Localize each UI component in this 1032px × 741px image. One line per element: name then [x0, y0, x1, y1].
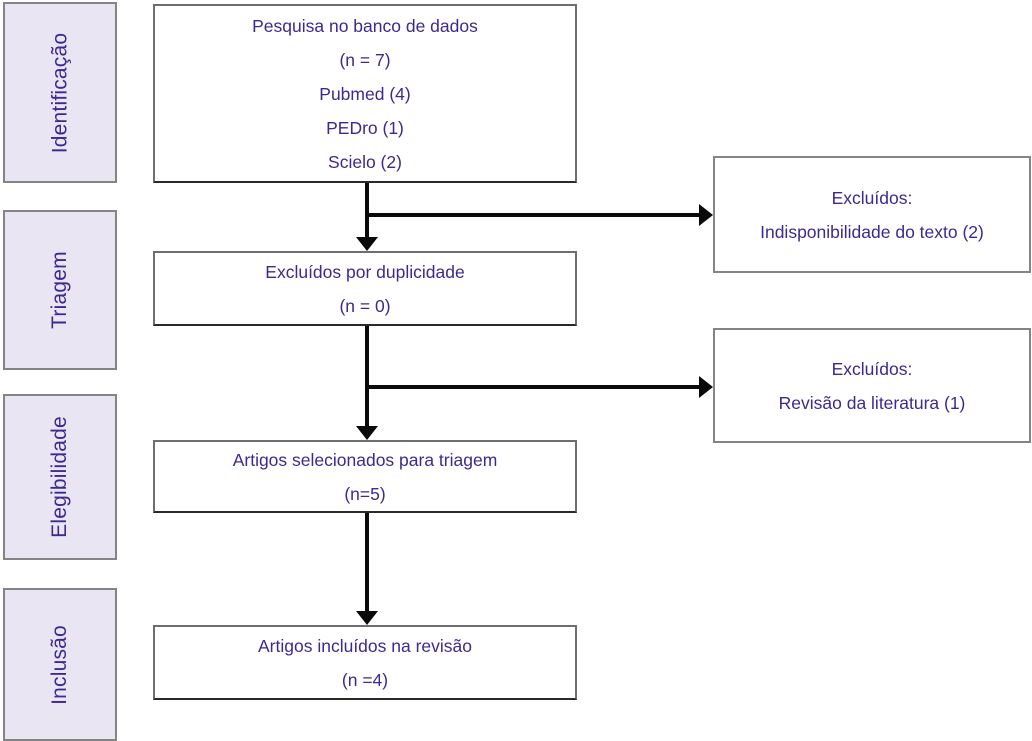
box-excluded-literature-review-line: Revisão da literatura (1) — [778, 392, 966, 413]
box-database-search: Pesquisa no banco de dados (n = 7) Pubme… — [153, 4, 577, 183]
box-excluded-text-unavailable-line: Indisponibilidade do texto (2) — [760, 221, 984, 242]
stage-identification: Identificação — [3, 2, 117, 183]
arrow-right-2-shaft — [367, 385, 699, 389]
box-database-search-line: PEDro (1) — [326, 117, 404, 138]
box-selected-for-screening: Artigos selecionados para triagem (n=5) — [153, 440, 577, 513]
arrow-down-2-shaft — [365, 326, 369, 426]
arrow-down-3-head — [356, 611, 378, 625]
box-included-in-review-line: (n =4) — [341, 669, 389, 690]
arrow-down-2-head — [356, 426, 378, 440]
stage-identification-label: Identificação — [48, 32, 72, 153]
arrow-right-2-head — [699, 376, 713, 398]
arrow-right-1-shaft — [367, 213, 699, 217]
box-selected-for-screening-line: (n=5) — [344, 483, 386, 504]
box-excluded-literature-review: Excluídos: Revisão da literatura (1) — [713, 328, 1031, 443]
arrow-down-3-shaft — [365, 513, 369, 611]
box-database-search-line: Pubmed (4) — [319, 83, 411, 104]
stage-inclusion: Inclusão — [3, 588, 117, 741]
box-database-search-line: Scielo (2) — [328, 151, 402, 172]
box-included-in-review-line: Artigos incluídos na revisão — [258, 635, 472, 656]
box-included-in-review: Artigos incluídos na revisão (n =4) — [153, 625, 577, 700]
arrow-down-1-head — [356, 237, 378, 251]
box-excluded-text-unavailable: Excluídos: Indisponibilidade do texto (2… — [713, 156, 1031, 273]
box-database-search-line: (n = 7) — [339, 49, 391, 70]
box-selected-for-screening-line: Artigos selecionados para triagem — [232, 449, 498, 470]
box-database-search-line: Pesquisa no banco de dados — [252, 15, 478, 36]
stage-screening: Triagem — [3, 210, 117, 370]
arrow-right-1-head — [699, 204, 713, 226]
box-duplicates-excluded-line: (n = 0) — [339, 295, 391, 316]
stage-screening-label: Triagem — [47, 251, 71, 329]
stage-eligibility-label: Elegibilidade — [48, 416, 72, 538]
arrow-down-1-shaft — [365, 183, 369, 237]
stage-eligibility: Elegibilidade — [3, 394, 117, 560]
box-excluded-text-unavailable-line: Excluídos: — [831, 187, 913, 208]
box-duplicates-excluded-line: Excluídos por duplicidade — [265, 261, 465, 282]
box-duplicates-excluded: Excluídos por duplicidade (n = 0) — [153, 251, 577, 326]
box-excluded-literature-review-line: Excluídos: — [831, 358, 913, 379]
stage-inclusion-label: Inclusão — [47, 624, 71, 705]
